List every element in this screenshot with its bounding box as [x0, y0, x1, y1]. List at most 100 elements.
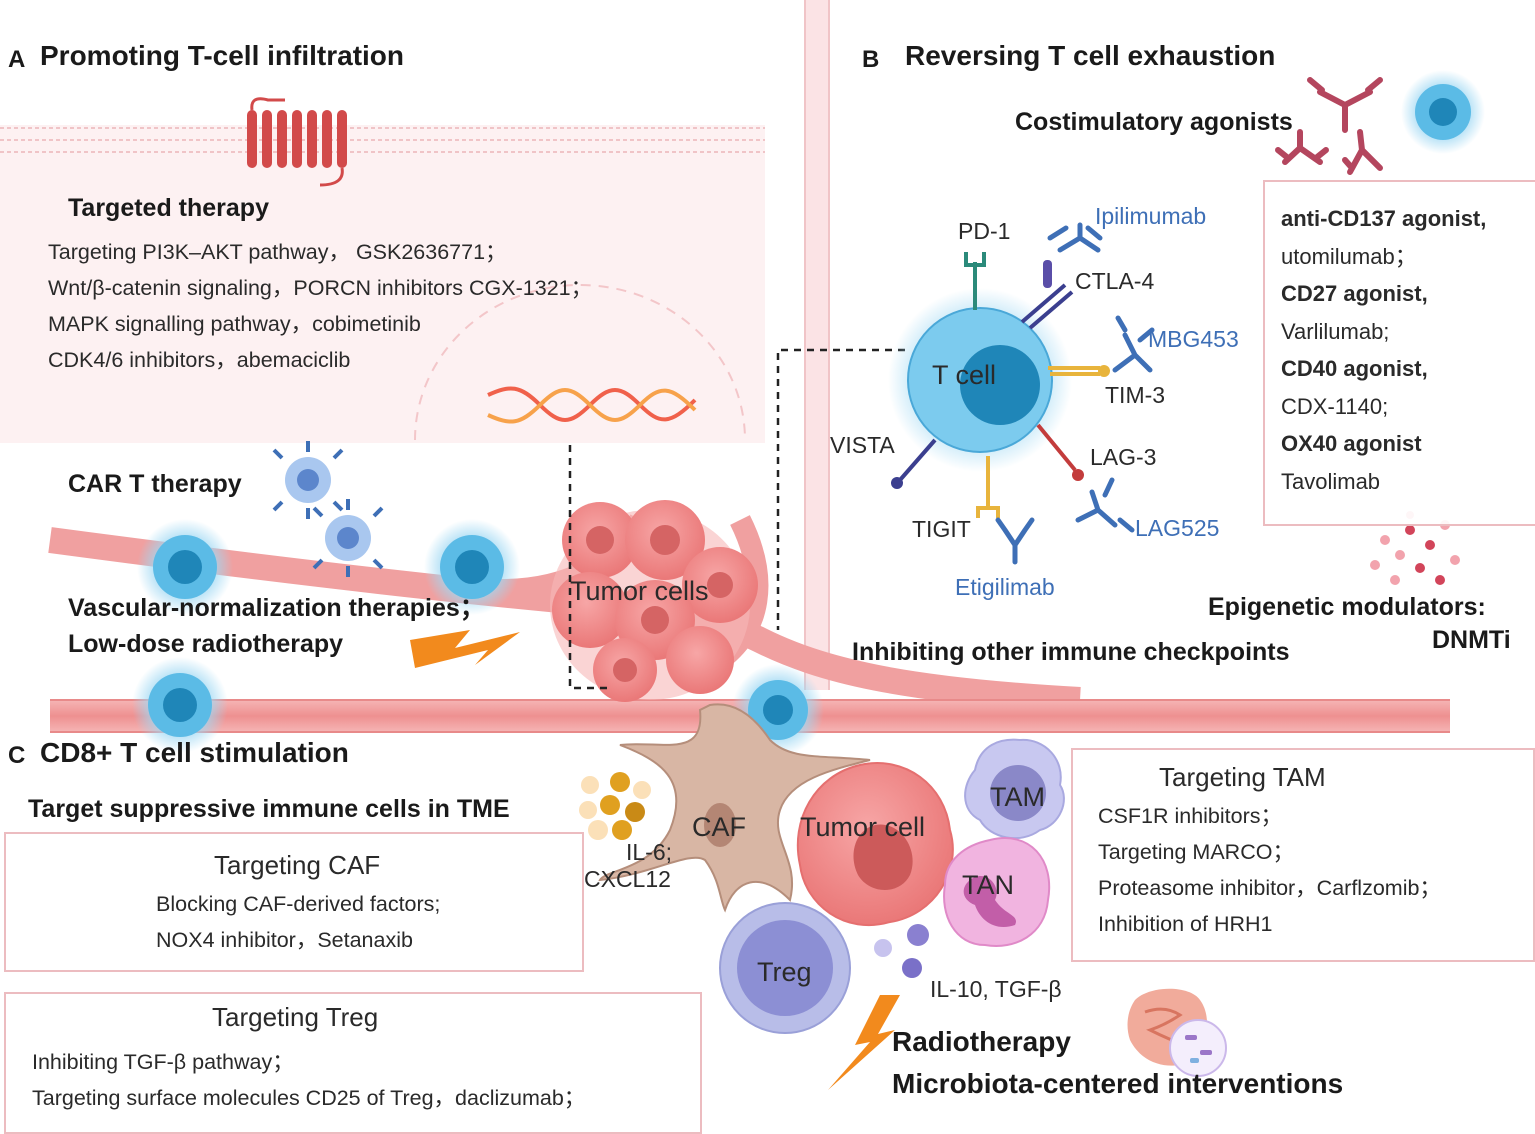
- tigit-label: TIGIT: [912, 516, 971, 542]
- treg-box-line: Inhibiting TGF-β pathway；: [32, 1050, 294, 1074]
- etigilimab-antibody-icon: [995, 517, 1035, 565]
- caf-nucleus: [704, 803, 736, 847]
- costimulatory-antibody-icons: [1275, 77, 1383, 175]
- lag525-antibody-icon: [1075, 477, 1135, 533]
- panel-c-title: CD8+ T cell stimulation: [40, 737, 349, 768]
- dashed-connector-b: [776, 348, 905, 630]
- il10-tgfb-dots-icon: [874, 924, 929, 978]
- tumor-cell-label: Tumor cell: [800, 812, 926, 842]
- car-t-therapy-label: CAR T therapy: [68, 470, 242, 498]
- targeted-therapy-list: Targeting PI3K–AKT pathway， GSK2636771； …: [48, 234, 592, 378]
- tam-box-line: Targeting MARCO；: [1098, 840, 1294, 864]
- vista-receptor-icon: [891, 438, 937, 489]
- tim3-label: TIM-3: [1105, 382, 1166, 408]
- targeted-line: MAPK signalling pathway，cobimetinib: [48, 312, 421, 336]
- tam-cell: [964, 738, 1065, 840]
- microbiota-label: Microbiota-centered interventions: [892, 1068, 1344, 1099]
- agonist-name: CD27 agonist,: [1281, 281, 1428, 306]
- radiotherapy-label: Radiotherapy: [892, 1026, 1071, 1057]
- gpcr-receptor-icon: [247, 97, 347, 187]
- ctla4-receptor-icon: [1020, 283, 1074, 330]
- agonist-name: CD40 agonist,: [1281, 356, 1428, 381]
- agonist-name: anti-CD137 agonist,: [1281, 206, 1487, 231]
- caf-box-title: Targeting CAF: [214, 850, 381, 880]
- vascular-normalization-label: Vascular-normalization therapies；: [68, 594, 485, 622]
- tumor-cell-c: [796, 762, 954, 927]
- ipilimumab-label: Ipilimumab: [1095, 203, 1207, 229]
- caf-box-line: Blocking CAF-derived factors;: [156, 892, 441, 916]
- epigenetic-modulators-label: Epigenetic modulators:: [1208, 593, 1486, 621]
- suppressive-cells-heading: Target suppressive immune cells in TME: [28, 795, 510, 823]
- agonist-drug: utomilumab；: [1281, 243, 1417, 269]
- tam-box-title: Targeting TAM: [1159, 762, 1326, 792]
- treg-box-line: Targeting surface molecules CD25 of Treg…: [32, 1086, 586, 1110]
- lightning-bolt-icon-a: [410, 630, 520, 668]
- epigenetic-dots-icon: [1370, 511, 1460, 585]
- panel-b-title: Reversing T cell exhaustion: [905, 40, 1276, 71]
- targeted-line: CDK4/6 inhibitors，abemaciclib: [48, 348, 351, 372]
- tim3-receptor-icon: [1048, 366, 1100, 376]
- tam-box-line: Inhibition of HRH1: [1098, 912, 1273, 936]
- panel-a-membrane-area: [0, 125, 765, 443]
- central-t-cell: [888, 288, 1072, 472]
- cxcl12-label: CXCL12: [584, 866, 671, 892]
- nucleus-outline: [414, 284, 746, 441]
- treg-label: Treg: [757, 957, 812, 987]
- pd1-receptor-icon: [964, 252, 986, 310]
- tan-label: TAN: [962, 870, 1014, 900]
- microbe-icon: [1169, 1019, 1227, 1077]
- pd1-label: PD-1: [958, 218, 1011, 244]
- mbg453-label: MBG453: [1148, 326, 1239, 352]
- etigilimab-label: Etigilimab: [955, 574, 1055, 600]
- ipilimumab-antibody-icon: [1047, 222, 1103, 253]
- t-cell-top-right: [1401, 70, 1485, 154]
- tumor-cells-label: Tumor cells: [570, 576, 709, 606]
- treg-box-title: Targeting Treg: [212, 1002, 379, 1032]
- caf-label: CAF: [692, 812, 746, 842]
- agonist-drug: Tavolimab: [1281, 468, 1381, 494]
- targeted-line: Wnt/β-catenin signaling，PORCN inhibitors…: [48, 276, 593, 300]
- car-t-cell-icon-2: [312, 499, 384, 577]
- treg-box: Targeting Treg Inhibiting TGF-β pathway；…: [4, 992, 702, 1134]
- il10-tgfb-label: IL-10, TGF-β: [930, 976, 1062, 1002]
- caf-cell-shape: [598, 703, 871, 913]
- agonist-name: OX40 agonist: [1281, 431, 1422, 456]
- dnmti-label: DNMTi: [1432, 626, 1511, 654]
- tan-cell: [943, 837, 1051, 947]
- caf-box: Targeting CAF Blocking CAF-derived facto…: [4, 832, 584, 972]
- costimulatory-agonists-heading: Costimulatory agonists: [1015, 108, 1293, 136]
- low-dose-radiotherapy-label: Low-dose radiotherapy: [68, 630, 344, 658]
- agonist-drug: CDX-1140;: [1281, 393, 1389, 419]
- agonist-drug: Varlilumab;: [1281, 318, 1390, 344]
- panel-divider-vertical: [805, 0, 829, 690]
- tim3-tip-icon: [1098, 365, 1110, 377]
- tam-box: Targeting TAM CSF1R inhibitors； Targetin…: [1071, 748, 1535, 962]
- t-cell-vessel-1: [137, 519, 233, 615]
- ctla4-label: CTLA-4: [1075, 268, 1155, 294]
- tigit-receptor-icon: [976, 456, 1000, 518]
- panel-a-title: Promoting T-cell infiltration: [40, 40, 404, 71]
- panel-b-letter: B: [862, 46, 880, 73]
- il6-label: IL-6;: [626, 839, 673, 865]
- t-cell-vessel-2: [424, 519, 520, 615]
- caf-box-line: NOX4 inhibitor，Setanaxib: [156, 928, 413, 952]
- inhibiting-checkpoints-label: Inhibiting other immune checkpoints: [852, 638, 1290, 666]
- targeted-therapy-heading: Targeted therapy: [68, 194, 269, 222]
- tam-box-line: CSF1R inhibitors；: [1098, 804, 1282, 828]
- t-cell-label: T cell: [932, 360, 997, 390]
- lag3-receptor-icon: [1036, 423, 1084, 481]
- mbg453-antibody-icon: [1112, 315, 1155, 373]
- agonists-box: anti-CD137 agonist, utomilumab； CD27 ago…: [1263, 180, 1535, 526]
- treg-cell: [719, 902, 851, 1034]
- lag3-label: LAG-3: [1090, 444, 1157, 470]
- targeted-line: Targeting PI3K–AKT pathway， GSK2636771；: [48, 240, 507, 264]
- lag525-label: LAG525: [1135, 515, 1220, 541]
- car-t-cell-icon-1: [272, 441, 344, 519]
- t-cell-vessel-3: [132, 657, 228, 753]
- ctla4-ligand-icon: [1043, 260, 1052, 288]
- dashed-connector-a: [568, 445, 612, 690]
- tam-box-line: Proteasome inhibitor，Carflzomib；: [1098, 876, 1441, 900]
- panel-c-letter: C: [8, 742, 26, 769]
